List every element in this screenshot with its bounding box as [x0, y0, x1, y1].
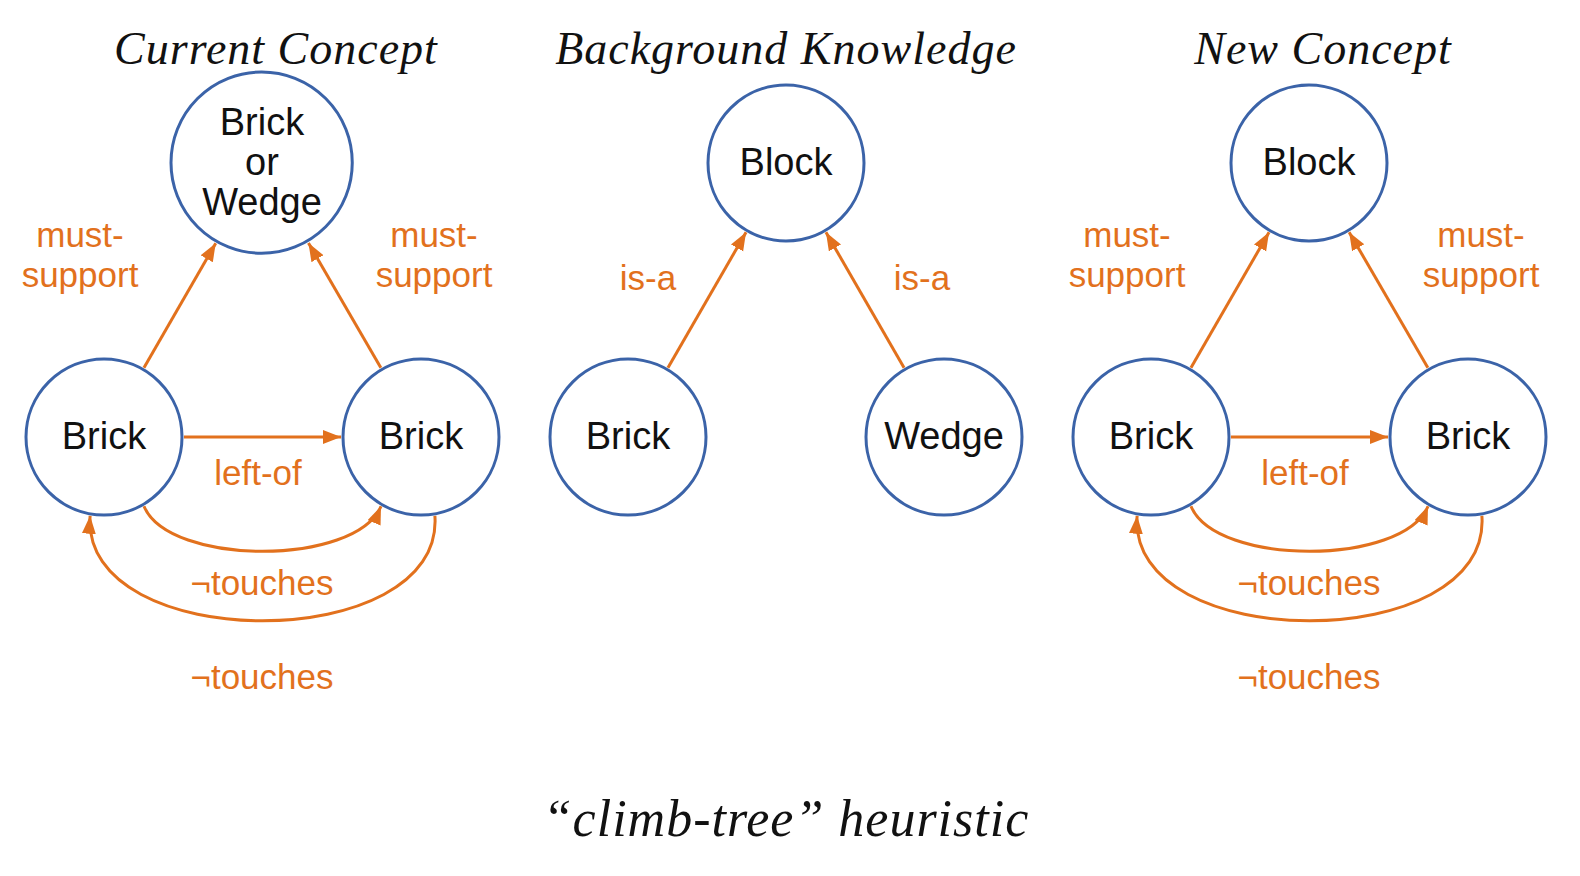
relation-label: ¬touches	[187, 657, 336, 697]
relation-label: must- support	[1044, 215, 1210, 296]
circle-shape	[708, 85, 864, 241]
section-heading: Background Knowledge	[555, 22, 1017, 75]
circle-shape	[1073, 359, 1229, 515]
relation-arrow	[1137, 516, 1482, 621]
concept-circle: Brick	[341, 357, 501, 517]
circle-shape	[343, 359, 499, 515]
section-heading: New Concept	[1194, 22, 1452, 75]
concept-circle: Block	[706, 83, 866, 243]
relation-label: left-of	[211, 453, 305, 493]
relation-label: is-a	[617, 258, 679, 298]
concept-circle: Brick	[1388, 357, 1548, 517]
concept-circle: Brick	[1071, 357, 1231, 517]
relation-label: must- support	[1398, 215, 1564, 296]
concept-circle: Brick	[24, 357, 184, 517]
concept-circle: Wedge	[864, 357, 1024, 517]
concept-circle: Brick or Wedge	[169, 70, 354, 255]
diagram-caption: “climb-tree” heuristic	[543, 789, 1030, 848]
node-label: Brick or Wedge	[202, 103, 322, 223]
relation-arrow	[1231, 436, 1388, 439]
relation-arrow	[184, 436, 341, 439]
relation-arrow	[826, 232, 904, 367]
relation-arrow	[1191, 506, 1428, 551]
concept-circle: Block	[1229, 83, 1389, 243]
concept-circle: Brick	[548, 357, 708, 517]
node-label: Block	[740, 143, 833, 183]
node-label: Wedge	[884, 417, 1004, 457]
relation-arrow	[668, 232, 746, 367]
relation-arrow	[144, 506, 381, 551]
circle-shape	[171, 72, 352, 253]
node-label: Block	[1263, 143, 1356, 183]
circle-shape	[1390, 359, 1546, 515]
relation-label: ¬touches	[1234, 563, 1383, 603]
circle-shape	[26, 359, 182, 515]
node-label: Brick	[586, 417, 670, 457]
relation-label: must- support	[351, 215, 517, 296]
node-label: Brick	[62, 417, 146, 457]
node-label: Brick	[379, 417, 463, 457]
relation-label: ¬touches	[1234, 657, 1383, 697]
relation-label: left-of	[1258, 453, 1352, 493]
relation-label: ¬touches	[187, 563, 336, 603]
circle-shape	[866, 359, 1022, 515]
circle-shape	[550, 359, 706, 515]
section-heading: Current Concept	[114, 22, 438, 75]
relation-label: must- support	[0, 215, 163, 296]
node-label: Brick	[1426, 417, 1510, 457]
relation-arrow	[90, 516, 435, 621]
relation-label: is-a	[891, 258, 953, 298]
node-label: Brick	[1109, 417, 1193, 457]
circle-shape	[1231, 85, 1387, 241]
